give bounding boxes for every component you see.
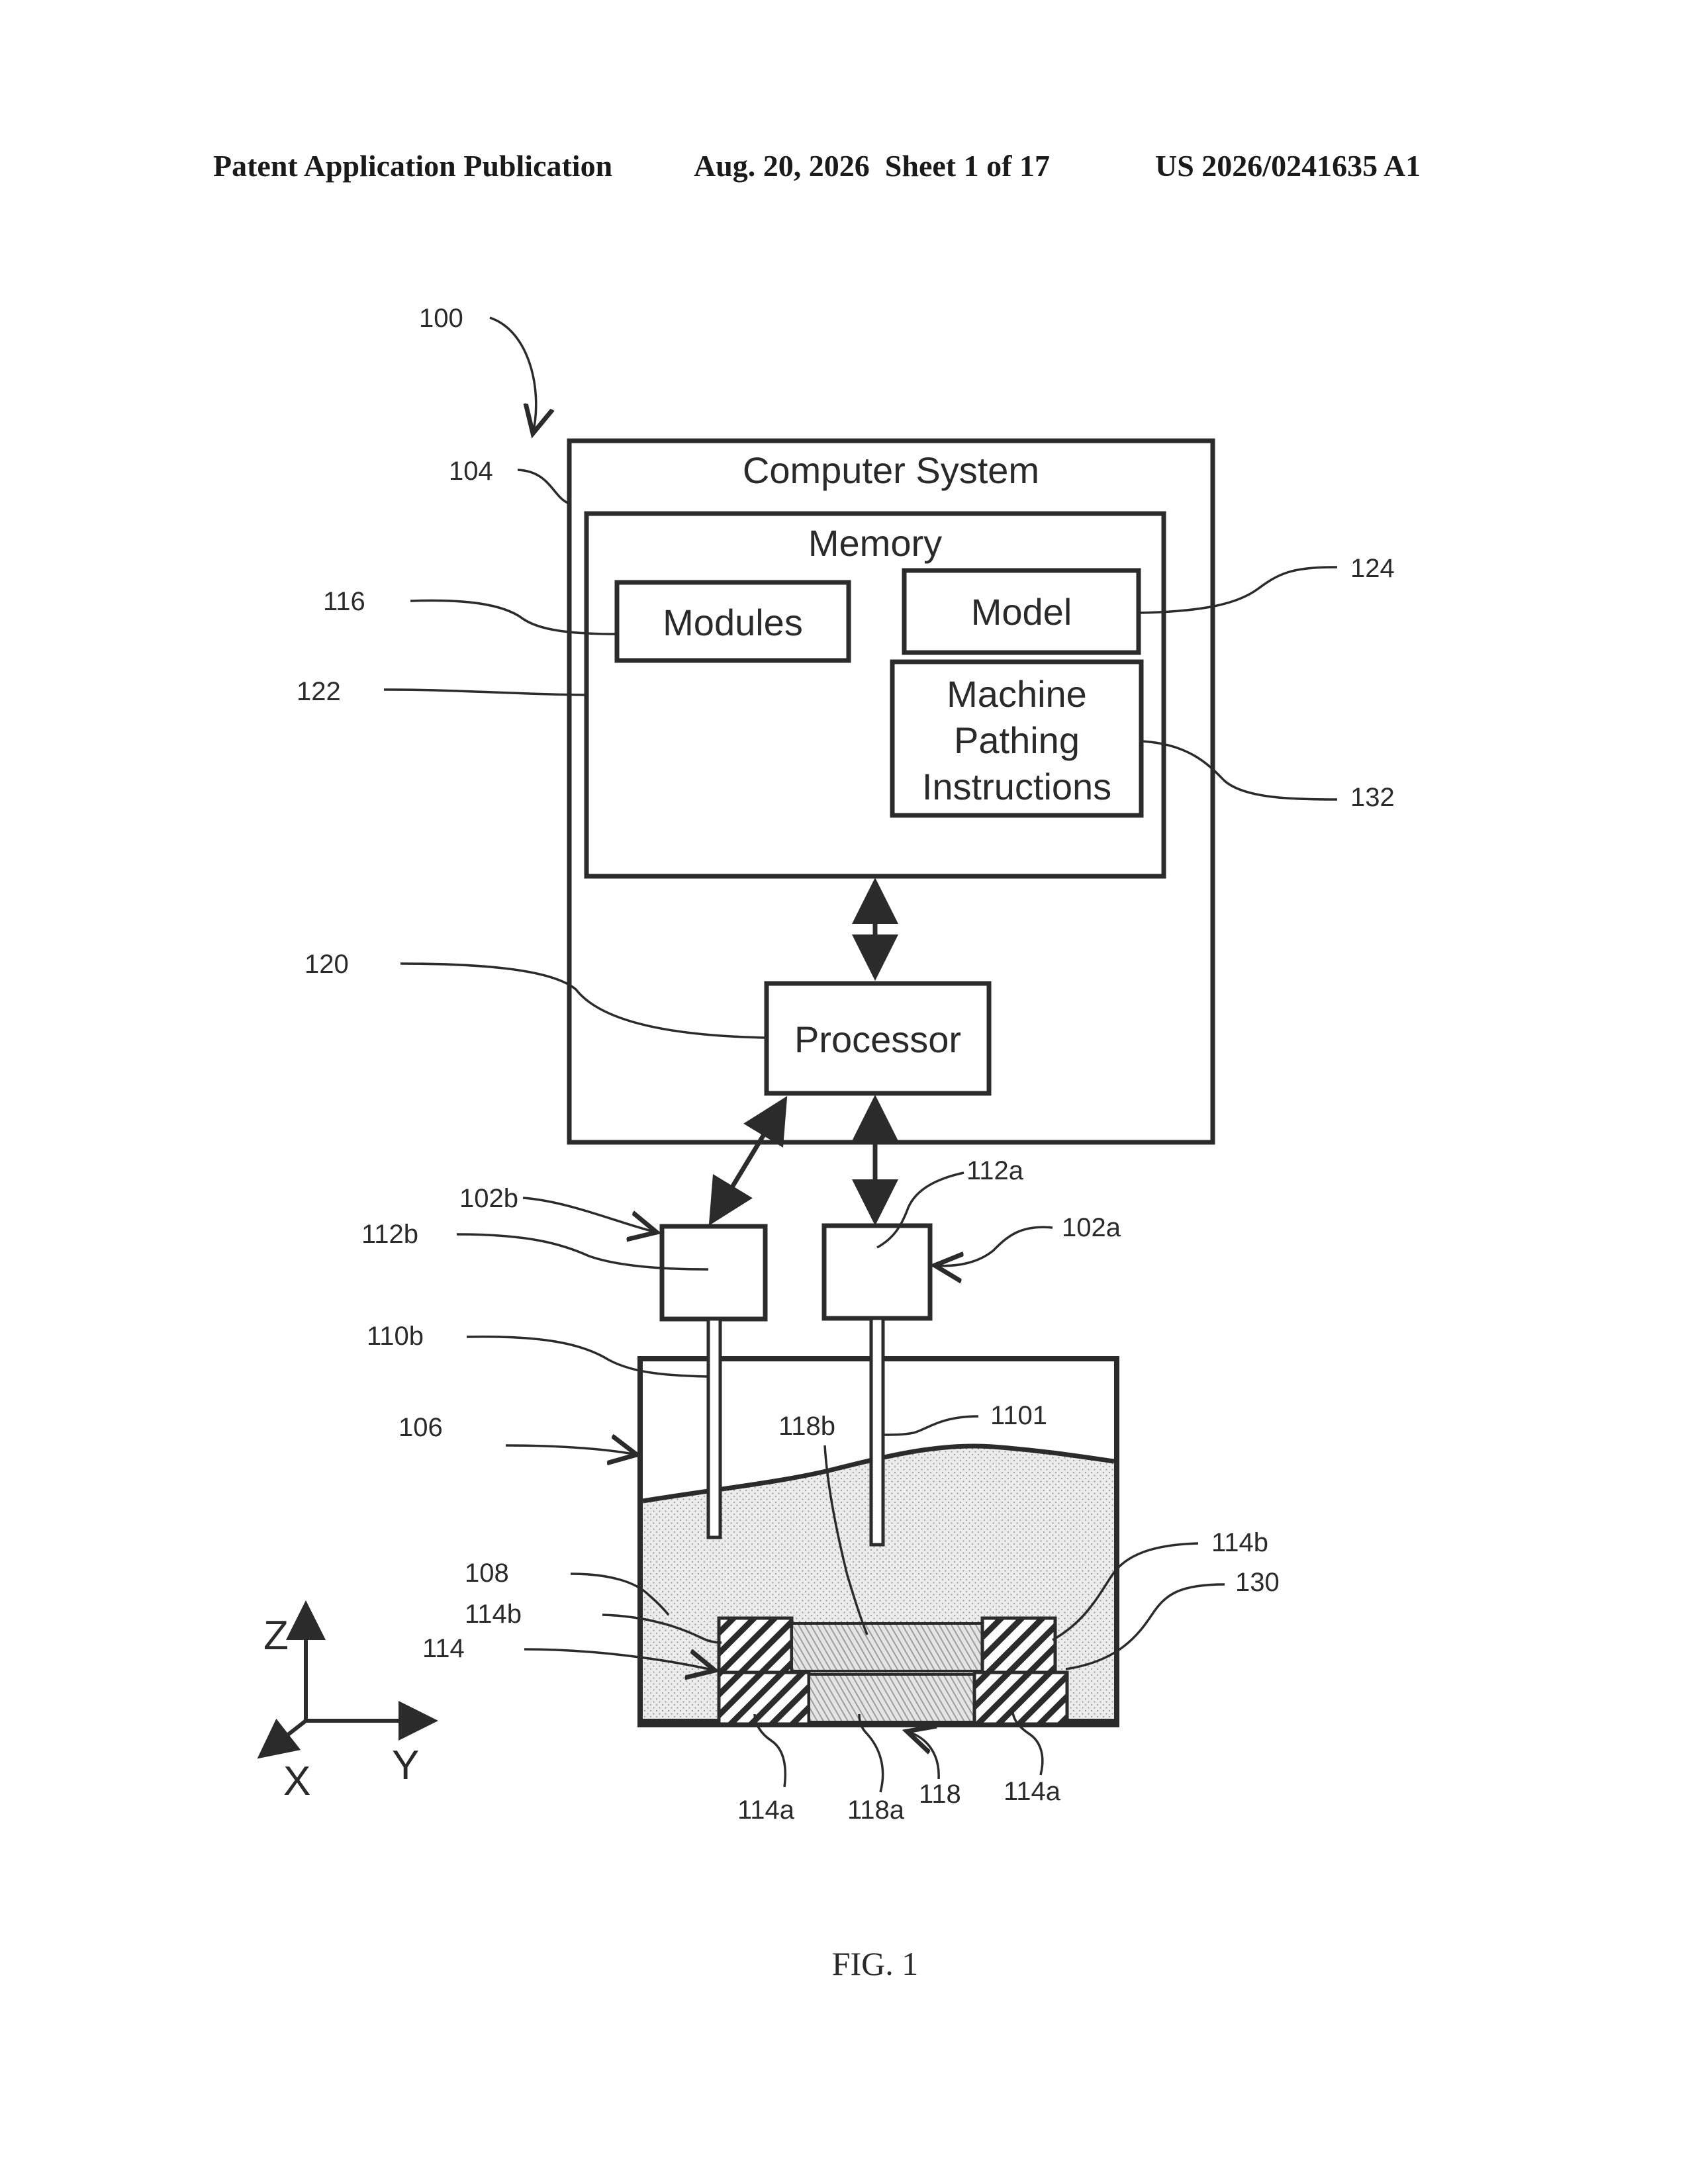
ref-100: 100 — [419, 304, 463, 333]
processor-sensor-b-arrow — [714, 1104, 782, 1218]
axis-x-label: X — [283, 1758, 310, 1804]
axis-z-label: Z — [263, 1613, 289, 1659]
header-patent-number: US 2026/0241635 A1 — [1155, 149, 1421, 183]
ref-132-leader — [1141, 741, 1337, 799]
ref-118-leader — [907, 1731, 939, 1779]
ref-104-leader — [518, 470, 568, 503]
ref-1101: 1101 — [990, 1401, 1047, 1430]
header-publication: Patent Application Publication — [213, 149, 612, 183]
model-label: Model — [971, 591, 1072, 633]
ref-116: 116 — [323, 587, 365, 616]
ref-114: 114 — [422, 1634, 465, 1663]
ref-112b: 112b — [361, 1220, 418, 1249]
layer-114a-right-block — [974, 1672, 1067, 1724]
ref-114b-right: 114b — [1211, 1528, 1268, 1557]
ref-132: 132 — [1350, 783, 1395, 812]
axis-y-label: Y — [392, 1743, 419, 1788]
probe-1101 — [871, 1318, 883, 1545]
ref-130: 130 — [1235, 1568, 1280, 1597]
header-date-sheet: Aug. 20, 2026 Sheet 1 of 17 — [694, 149, 1050, 183]
layer-118a — [809, 1674, 974, 1722]
probe-110b — [708, 1319, 720, 1537]
ref-106-leader — [506, 1445, 637, 1455]
machine-pathing-line-2: Pathing — [954, 719, 1080, 761]
ref-112a: 112a — [966, 1156, 1024, 1185]
ref-122: 122 — [297, 677, 341, 706]
ref-104: 104 — [449, 457, 493, 486]
ref-112a-leader — [877, 1173, 964, 1248]
memory-label: Memory — [808, 522, 942, 564]
ref-124-leader — [1139, 567, 1337, 613]
processor-label: Processor — [794, 1019, 961, 1060]
ref-100-arrow — [490, 318, 536, 433]
ref-110b: 110b — [367, 1322, 424, 1351]
machine-pathing-line-3: Instructions — [922, 766, 1111, 807]
ref-118b: 118b — [778, 1412, 835, 1441]
machine-pathing-line-1: Machine — [947, 673, 1087, 715]
ref-114a-right: 114a — [1004, 1777, 1061, 1806]
ref-114b-left: 114b — [465, 1600, 522, 1629]
ref-124: 124 — [1350, 554, 1395, 583]
layer-114b-left-block — [719, 1618, 792, 1672]
ref-122-leader — [384, 690, 586, 695]
ref-102a: 102a — [1062, 1213, 1121, 1242]
figure-label: FIG. 1 — [832, 1945, 919, 1982]
modules-label: Modules — [663, 602, 803, 643]
sensor-102a-box — [824, 1226, 930, 1318]
ref-120-leader — [400, 964, 767, 1038]
computer-system-label: Computer System — [743, 449, 1039, 491]
ref-120: 120 — [305, 950, 349, 979]
layer-118b — [792, 1623, 982, 1671]
ref-102b: 102b — [459, 1184, 518, 1213]
ref-102b-leader — [523, 1198, 657, 1232]
layer-114a-left-block — [719, 1672, 809, 1724]
ref-114a-left: 114a — [737, 1796, 795, 1825]
ref-102a-leader — [935, 1227, 1053, 1265]
sensor-102b-box — [662, 1226, 765, 1319]
layer-114b-right-block — [982, 1618, 1055, 1672]
ref-112b-leader — [457, 1234, 708, 1269]
ref-108: 108 — [465, 1559, 509, 1588]
ref-118a: 118a — [847, 1796, 905, 1825]
ref-106: 106 — [399, 1413, 443, 1442]
ref-118: 118 — [919, 1780, 961, 1809]
